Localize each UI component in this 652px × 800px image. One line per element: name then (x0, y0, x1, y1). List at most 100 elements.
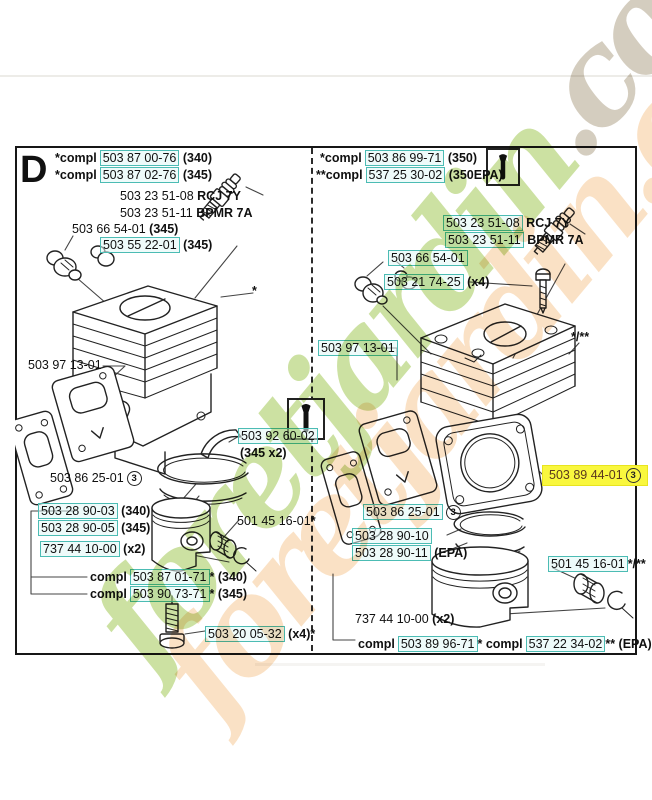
part-label-l5: 503 66 54-01 (345) (72, 222, 178, 237)
part-number-box[interactable]: 503 86 25-01 (363, 504, 443, 520)
part-number-box[interactable]: 503 28 90-03 (38, 503, 118, 519)
label-suffix: (340) (117, 504, 151, 518)
part-label-r12: 503 28 90-11 (EPA) (352, 545, 468, 561)
part-number-box[interactable]: 503 66 54-01 (388, 250, 468, 266)
label-suffix: (x2) (119, 542, 146, 556)
part-number-box[interactable]: 737 44 10-00 (40, 541, 120, 557)
part-number-box[interactable]: 503 23 51-08 (443, 215, 523, 231)
label-suffix: */** (627, 557, 646, 571)
label-suffix: (340) (179, 151, 213, 165)
part-label-r6: 503 21 74-25 (x4) (384, 274, 489, 290)
part-label-r8: */** (571, 330, 589, 345)
part-number-box[interactable]: 503 28 90-11 (352, 545, 431, 561)
part-label-r4: 503 23 51-11 BPMR 7A (445, 232, 584, 248)
label-suffix: (x4)* (284, 627, 316, 641)
part-number-box[interactable]: 503 87 02-76 (99, 167, 180, 183)
diagram-frame (15, 146, 637, 655)
part-number: 503 89 44-01 (549, 468, 623, 482)
part-number: 503 23 51-08 (120, 189, 198, 203)
label-suffix: (x2) (432, 612, 455, 626)
part-label-l13: 737 44 10-00 (x2) (40, 541, 146, 557)
part-label-l14: 501 45 16-01* (237, 514, 316, 529)
part-label-l12: 503 28 90-05 (345) (38, 520, 151, 536)
compl-prefix: *compl (320, 151, 362, 165)
quantity-circle: 3 (445, 505, 461, 520)
part-number-box[interactable]: 503 86 99-71 (364, 150, 445, 166)
part-label-r5: 503 66 54-01 (388, 250, 468, 266)
label-suffix: (EPA) (430, 546, 468, 560)
part-number-box[interactable]: 503 55 22-01 (100, 237, 180, 253)
part-label-l8: 503 92 60-02 (238, 428, 318, 444)
part-number-box[interactable]: 503 23 51-11 (445, 232, 524, 248)
part-label-r14: 737 44 10-00 (x2) (355, 612, 454, 627)
label-suffix: * (345) (209, 587, 248, 601)
label-suffix: * (310, 514, 316, 528)
label-suffix: (350EPA) (445, 168, 503, 182)
scan-artifact-smudge (255, 663, 545, 666)
part-number-box[interactable]: 503 28 90-05 (38, 520, 118, 536)
part-number-box[interactable]: 503 87 01-71 (129, 569, 210, 585)
part-label-l9: (345 x2) (240, 446, 287, 461)
wrench-icon (498, 153, 508, 179)
label-suffix: (345) (149, 222, 179, 236)
part-label-r7: 503 97 13-01 (318, 340, 398, 356)
label-suffix: BPMR 7A (523, 233, 584, 247)
label-suffix: */** (571, 330, 590, 344)
part-number: 503 23 51-11 (120, 206, 197, 220)
part-label-l3: 503 23 51-08 RCJ 7Y (120, 189, 241, 204)
part-number-box[interactable]: 537 22 34-02 (525, 636, 606, 652)
part-number-box[interactable]: 501 45 16-01 (548, 556, 628, 572)
part-number-box[interactable]: 503 97 13-01 (318, 340, 398, 356)
compl-prefix: compl (485, 637, 523, 651)
compl-prefix: compl (358, 637, 395, 651)
part-number: 737 44 10-00 (355, 612, 433, 626)
part-label-r3: 503 23 51-08 RCJ 7Y (443, 215, 570, 231)
part-number-box[interactable]: 503 89 96-71 (397, 636, 478, 652)
compl-prefix: *compl (55, 168, 97, 182)
part-number-box[interactable]: 537 25 30-02 (365, 167, 446, 183)
part-label-r13: 501 45 16-01*/** (548, 556, 646, 572)
section-letter: D (20, 149, 48, 191)
compl-prefix: *compl (55, 151, 97, 165)
part-number-box[interactable]: 503 28 90-10 (352, 528, 432, 544)
part-number: 501 45 16-01 (237, 514, 311, 528)
part-number-box[interactable]: 503 92 60-02 (238, 428, 318, 444)
label-suffix: * (340) (209, 570, 248, 584)
part-label-l6: 503 55 22-01 (345) (100, 237, 213, 253)
quantity-circle: 3 (126, 471, 142, 486)
part-label-l11: 503 28 90-03 (340) (38, 503, 151, 519)
tool-required-box (486, 148, 520, 186)
label-suffix: (345) (179, 238, 213, 252)
quantity-circle: 3 (625, 468, 641, 483)
label-suffix: ** (EPA) (605, 637, 652, 651)
part-label-l4: 503 23 51-11 BPMR 7A (120, 206, 253, 221)
part-label-l18: * (252, 284, 257, 299)
label-suffix: * (252, 284, 257, 298)
part-number-box[interactable]: 503 21 74-25 (384, 274, 464, 290)
label-suffix: (350) (444, 151, 478, 165)
part-number: 503 97 13-01 (28, 358, 102, 372)
compl-prefix: **compl (316, 168, 363, 182)
scan-artifact-line (0, 75, 652, 77)
part-number-box[interactable]: 503 90 73-71 (129, 586, 210, 602)
label-suffix: * (477, 637, 486, 651)
label-suffix: RCJ 7Y (522, 216, 570, 230)
label-suffix: RCJ 7Y (197, 189, 241, 203)
part-number: 503 86 25-01 (50, 471, 124, 485)
part-number: 503 66 54-01 (72, 222, 150, 236)
part-number-box[interactable]: 503 20 05-32 (205, 626, 285, 642)
part-label-l7: 503 97 13-01 (28, 358, 102, 373)
label-suffix: (345) (117, 521, 151, 535)
label-suffix: (345) (179, 168, 213, 182)
part-number-box[interactable]: 503 87 00-76 (99, 150, 180, 166)
